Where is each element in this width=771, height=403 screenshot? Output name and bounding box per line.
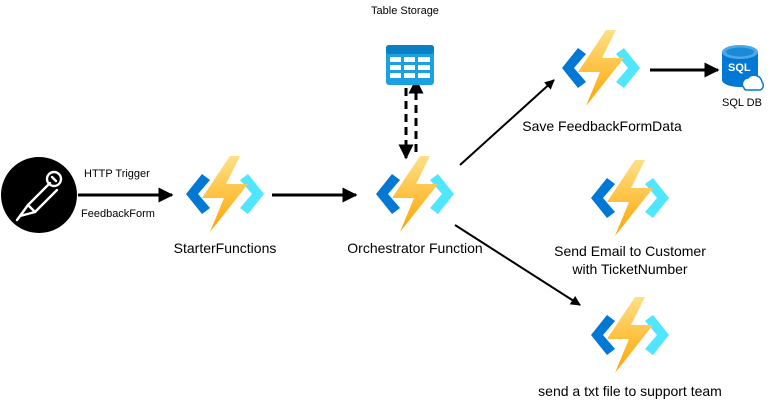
http-trigger-label: HTTP Trigger [84,168,150,180]
sql-db-label: SQL DB [722,97,762,109]
arrow-orchestrator-to-save [459,79,555,166]
send-email-label-line2: with TicketNumber [572,261,688,277]
send-email-label-line1: Send Email to Customer [554,243,706,259]
starter-functions-label: StarterFunctions [173,240,277,256]
arrow-orchestrator-to-txt [454,224,581,306]
feedback-form-label: FeedbackForm [81,208,155,220]
sql-database-icon: SQL [720,44,764,94]
table-storage-icon [385,44,435,86]
azure-function-icon [180,156,270,232]
save-feedback-label: Save FeedbackFormData [522,118,682,134]
postman-icon [0,156,78,234]
azure-function-icon [556,30,646,106]
azure-function-icon [370,156,460,232]
orchestrator-function-label: Orchestrator Function [347,240,483,256]
sql-badge-text: SQL [728,62,751,74]
table-storage-label: Table Storage [371,5,439,17]
azure-function-icon [585,160,675,236]
send-txt-file-label: send a txt file to support team [538,383,722,399]
azure-function-icon [585,297,675,373]
